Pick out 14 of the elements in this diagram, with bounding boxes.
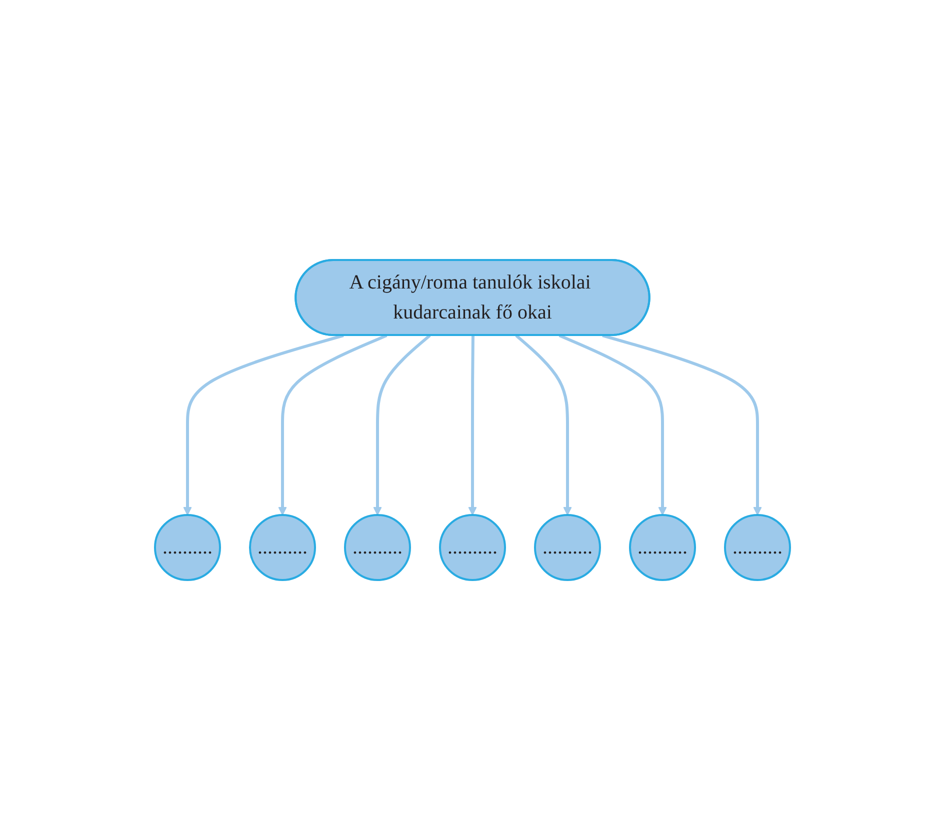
arrow (468, 334, 476, 515)
arrow (602, 334, 762, 515)
arrow (182, 334, 344, 515)
arrow (558, 334, 666, 515)
node-circle: .......... (344, 514, 410, 580)
node-circle: .......... (534, 514, 600, 580)
node-circle: .......... (248, 514, 316, 580)
arrow (372, 334, 430, 515)
node-circle: .......... (154, 514, 220, 580)
node-circle: .......... (628, 514, 696, 580)
arrow (278, 334, 387, 515)
node-circle: .......... (724, 514, 790, 580)
arrow (514, 334, 572, 515)
node-circle: .......... (438, 514, 506, 580)
